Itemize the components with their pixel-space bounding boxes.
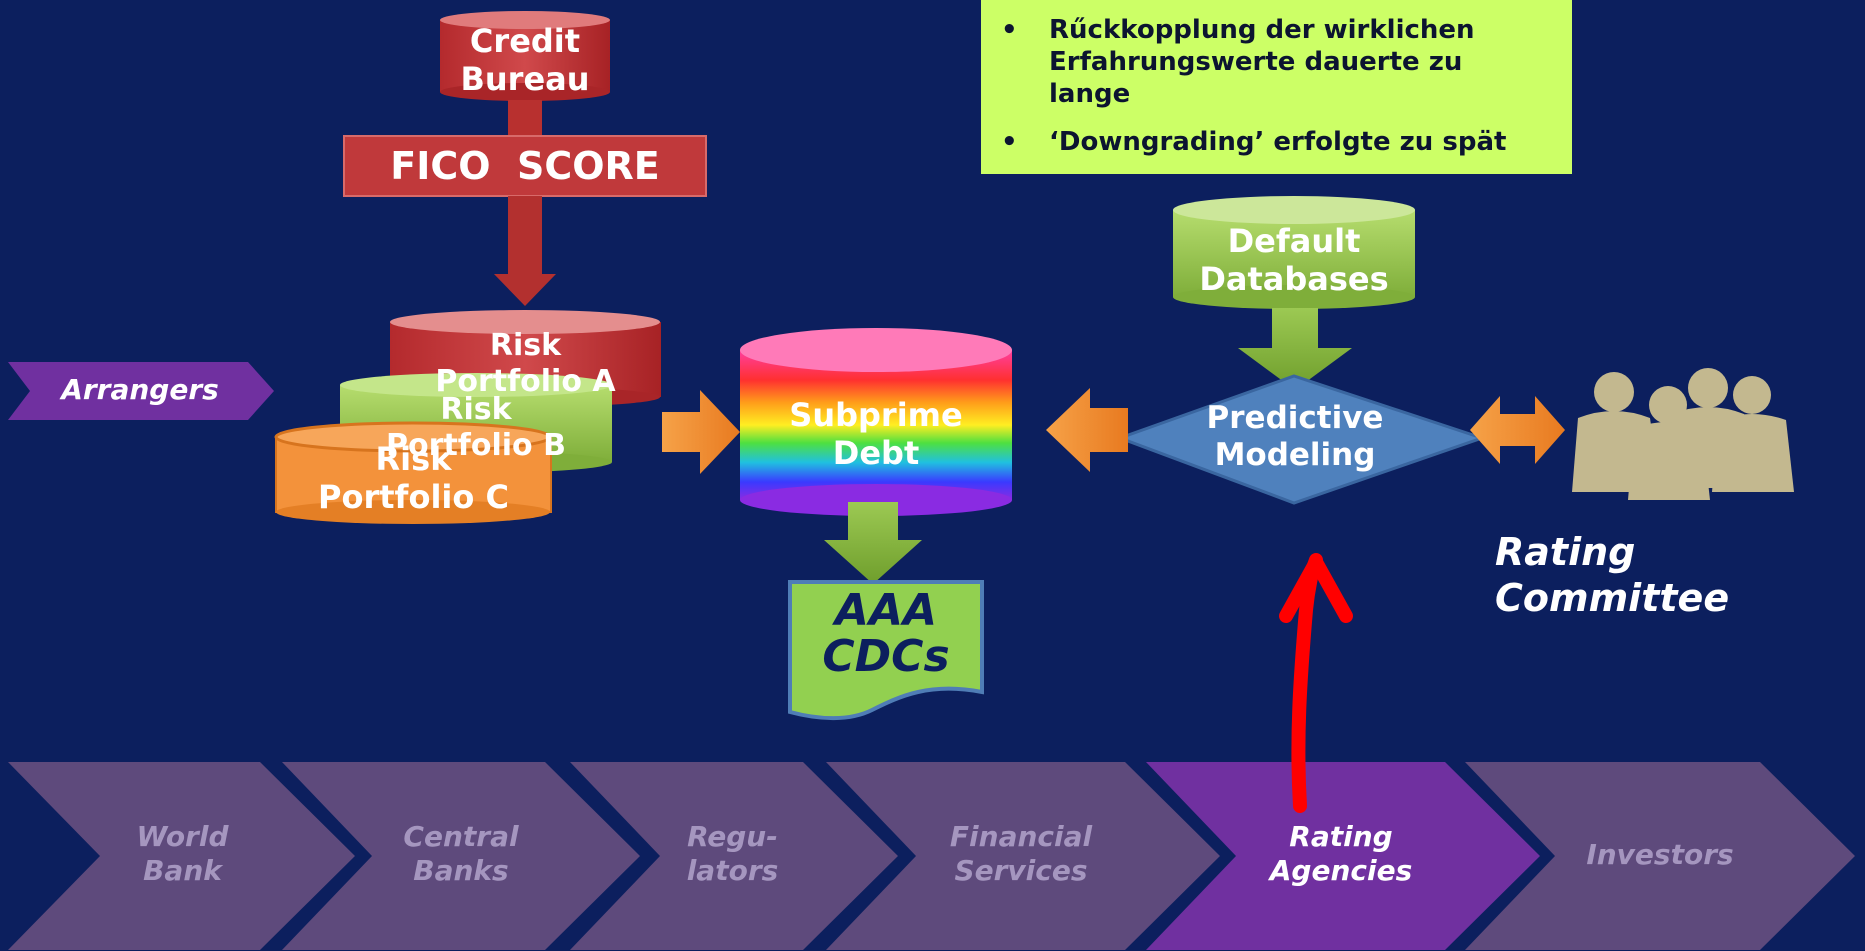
note-bullet: ‘Downgrading’ erfolgte zu spät xyxy=(1001,126,1552,158)
feedback-note: Rűckkopplung der wirklichen Erfahrungswe… xyxy=(981,0,1572,174)
risk-portfolio-c-cylinder xyxy=(274,421,552,524)
aaa-cdcs-document xyxy=(788,580,984,721)
connector-bar xyxy=(508,100,542,138)
credit-bureau-cylinder xyxy=(440,11,610,101)
fico-score-label: FICO SCORE xyxy=(390,144,660,188)
orange-arrow-to-subprime xyxy=(662,390,740,474)
rating-committee-silhouettes xyxy=(1572,368,1794,500)
chain-investors-label: Investors xyxy=(1586,838,1734,871)
chain-regulators xyxy=(570,762,898,950)
orange-arrow-to-subprime-left xyxy=(1046,388,1128,472)
double-arrow-committee xyxy=(1470,396,1565,464)
arrangers-label: Arrangers xyxy=(61,373,219,406)
red-highlight-arrow xyxy=(1279,553,1353,813)
chain-central-banks xyxy=(282,762,640,950)
chain-financial-services xyxy=(826,762,1220,950)
chain-regulators-label: Regu-lators xyxy=(686,820,779,887)
green-arrow-to-aaa xyxy=(824,502,922,584)
chain-rating-agencies xyxy=(1146,762,1540,950)
note-bullet: Rűckkopplung der wirklichen Erfahrungswe… xyxy=(1001,14,1552,110)
chain-world-bank xyxy=(8,762,355,950)
chain-investors xyxy=(1465,762,1855,950)
default-databases-cylinder xyxy=(1173,196,1415,309)
arrangers-arrow xyxy=(8,362,274,420)
green-arrow-to-predictive xyxy=(1238,308,1352,390)
red-down-arrow xyxy=(494,196,556,306)
subprime-debt-cylinder xyxy=(740,328,1012,516)
